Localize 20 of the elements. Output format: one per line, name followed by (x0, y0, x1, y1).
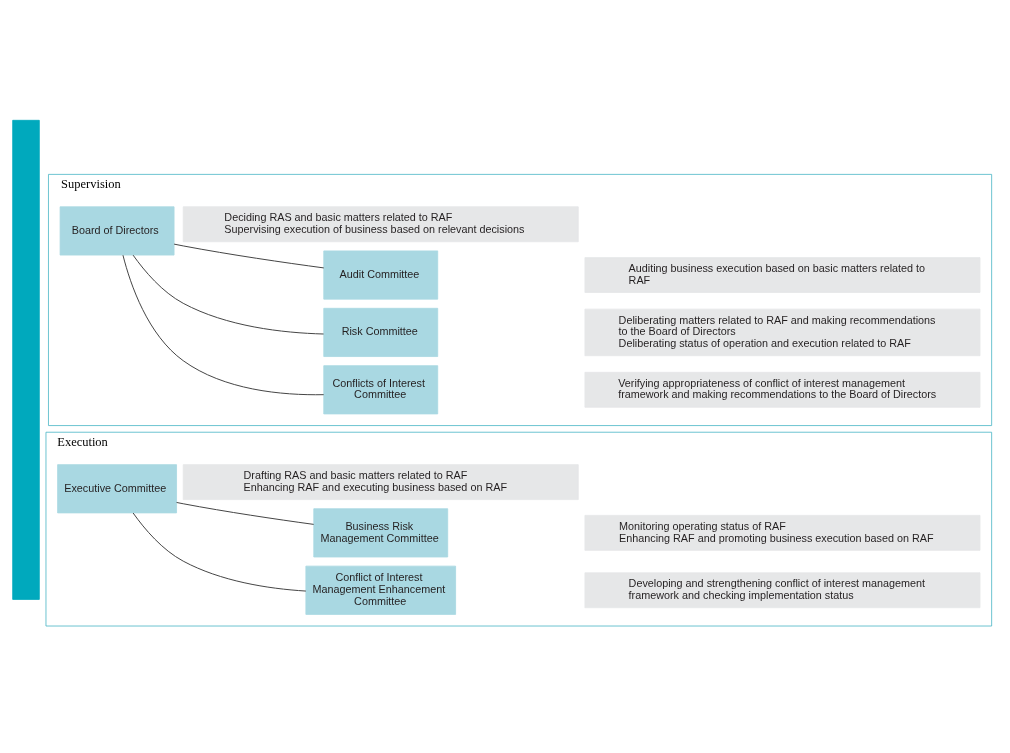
node-box: Monitoring operating status of RAF Enhancing RAF and promoting business execution based on RAF (584, 515, 980, 551)
node-box: Conflict of Interest Management Enhancement Committee (304, 565, 456, 615)
node-box: Executive Committee (56, 464, 177, 514)
node-box: Verifying appropriateness of conflict of interest management framework and making recommendations to the Board of Directors (584, 371, 980, 408)
node-bar (11, 119, 40, 600)
connector (173, 243, 324, 269)
node-box: Auditing business execution based on basic matters related to RAF (584, 257, 980, 293)
node-box: Board of Directors (59, 206, 174, 256)
node-box: Deliberating matters related to RAF and making recommendations to the Board of Directors Deliberating status of operation and execution related to RAF (584, 308, 980, 357)
node-box: Drafting RAS and basic matters related to RAF Enhancing RAF and executing business based on RAF (182, 464, 579, 500)
node-box: Audit Committee (322, 250, 438, 300)
connector (175, 501, 314, 525)
node-box: Business Risk Management Committee (312, 508, 448, 558)
node-box: Conflicts of Interest Committee (322, 365, 438, 415)
node-box: Developing and strengthening conflict of interest management framework and checking implementation status (584, 572, 980, 609)
node-box: Deciding RAS and basic matters related to RAF Supervising execution of business based on relevant decisions (182, 206, 579, 243)
connector (121, 254, 324, 396)
node-box: Risk Committee (322, 307, 438, 357)
connector (132, 254, 324, 335)
connector (132, 512, 306, 592)
